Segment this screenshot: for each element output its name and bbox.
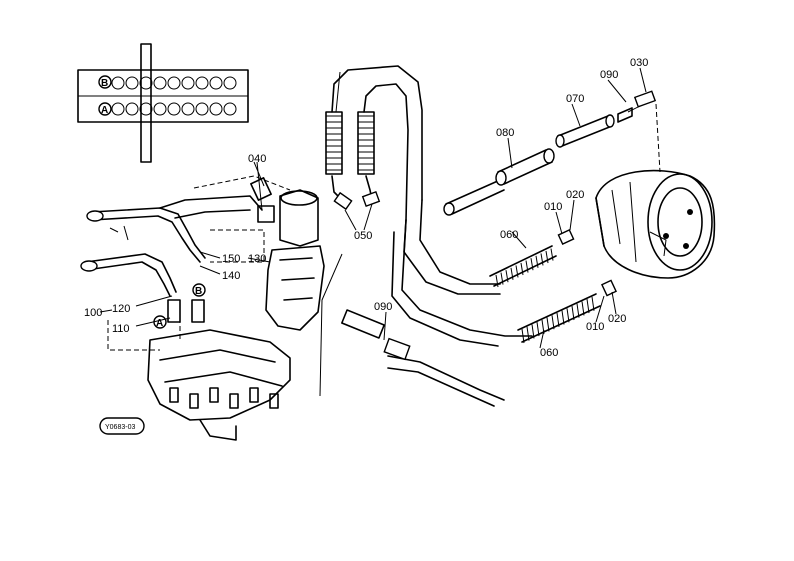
- valve-knob: [209, 387, 219, 403]
- hose-coil: [540, 253, 544, 266]
- control-valve-body: A B: [107, 283, 291, 441]
- inset-spool-circle: [223, 102, 237, 116]
- valve-knob: [169, 387, 179, 403]
- inset-spool-circle: [223, 76, 237, 90]
- callout-120: 120: [112, 303, 130, 315]
- callout-150: 150: [222, 253, 240, 265]
- callout-080: 080: [496, 127, 514, 139]
- valve-knob: [189, 393, 199, 409]
- travel-motor: [595, 169, 716, 279]
- valve-port-b-label: B: [195, 286, 202, 297]
- valve-knob: [249, 387, 259, 403]
- inset-spool-circle: [209, 102, 223, 116]
- callout-010-lower: 010: [586, 321, 604, 333]
- callout-060-lower: 060: [540, 347, 558, 359]
- callout-110: 110: [112, 323, 130, 335]
- hose-coil: [545, 250, 549, 264]
- callout-leaders: [99, 67, 647, 349]
- inset-port-b-marker: [98, 75, 112, 89]
- hose-coil: [535, 255, 539, 268]
- callout-070: 070: [566, 93, 584, 105]
- inset-spool-circle: [209, 76, 223, 90]
- inset-spool-circle: [125, 76, 139, 90]
- callout-060-upper: 060: [500, 229, 518, 241]
- upper-hose-fitting-left: [325, 111, 343, 175]
- inset-spool-circle: [139, 102, 153, 116]
- callout-020-lower: 020: [608, 313, 626, 325]
- callout-050: 050: [354, 230, 372, 242]
- callout-030: 030: [630, 57, 648, 69]
- callout-090-left: 090: [374, 301, 392, 313]
- hose-coil: [525, 260, 529, 273]
- long-hydraulic-lines: [319, 199, 533, 407]
- callout-140: 140: [222, 270, 240, 282]
- control-valve-inset: B A: [77, 43, 249, 163]
- valve-port-b-marker: [192, 283, 206, 297]
- drawing-ref-text: Y0683-03: [105, 424, 135, 431]
- hose-coil: [530, 258, 534, 271]
- callout-100: 100: [84, 307, 102, 319]
- drawing-reference-stamp: Y0683-03: [99, 417, 145, 435]
- callout-090-right: 090: [600, 69, 618, 81]
- inset-spool-circle: [111, 76, 125, 90]
- straight-pipes: [443, 90, 661, 216]
- inset-spool-circle: [195, 102, 209, 116]
- inset-spool-circle: [153, 76, 167, 90]
- inset-port-a-marker: [98, 102, 112, 116]
- pipe-090-left: [341, 309, 385, 339]
- inset-spool-circle: [181, 102, 195, 116]
- inset-port-b-label: B: [101, 78, 108, 89]
- flex-hoses: [489, 229, 617, 344]
- swivel-joint: [193, 175, 325, 331]
- inset-spool-circle: [181, 76, 195, 90]
- callout-130: 130: [248, 253, 266, 265]
- inset-spool-circle: [195, 76, 209, 90]
- inset-spool-circle: [167, 76, 181, 90]
- callout-labels: 040 050 080 070 090 030 020 010 060 060 …: [84, 57, 648, 359]
- callout-020-upper: 020: [566, 189, 584, 201]
- hydraulic-pipes-left: [80, 195, 263, 297]
- inset-spool-circle: [139, 76, 153, 90]
- inset-spool-circle: [167, 102, 181, 116]
- valve-knob: [269, 393, 279, 409]
- hose-coil: [550, 248, 554, 261]
- inset-port-a-label: A: [101, 105, 108, 116]
- inset-spool-circle: [153, 102, 167, 116]
- inset-spool-circle: [111, 102, 125, 116]
- callout-040: 040: [248, 153, 266, 165]
- inset-spool-circle: [125, 102, 139, 116]
- callout-010-upper: 010: [544, 201, 562, 213]
- upper-hose-fitting-right: [357, 111, 375, 175]
- valve-knob: [229, 393, 239, 409]
- upper-hoses: [325, 65, 423, 221]
- valve-port-a-label: A: [156, 318, 163, 329]
